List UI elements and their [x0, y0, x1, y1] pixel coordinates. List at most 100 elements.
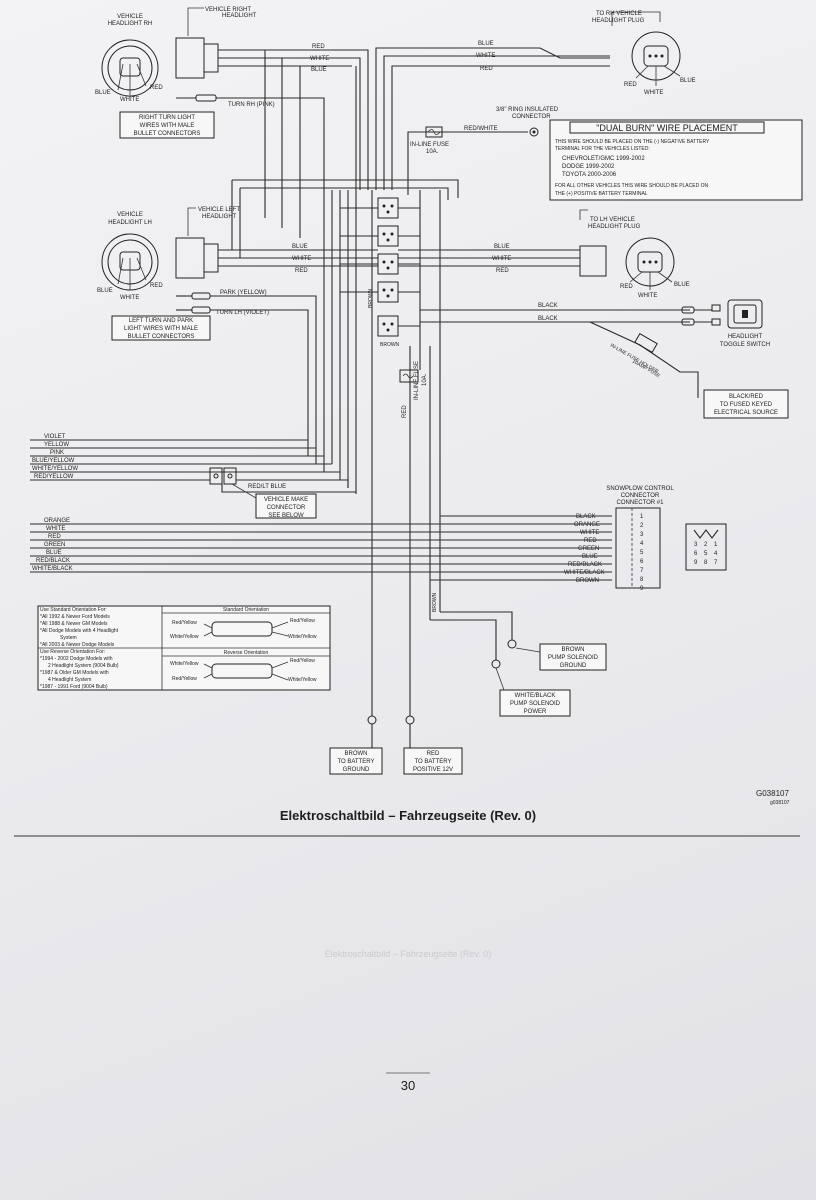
- dual-burn-line-3: CHEVROLET/GMC 1999-2002: [562, 156, 645, 162]
- label-pin-2: 2: [704, 542, 708, 548]
- label-sp-w7: RED/BLACK: [568, 562, 602, 568]
- label-sp-p1: 1: [640, 514, 644, 520]
- label-hl-6: RED/BLACK: [36, 558, 70, 564]
- label-make-conn-2: CONNECTOR: [267, 505, 306, 511]
- inline-fuse-holder-icon: [634, 332, 658, 354]
- label-rev-left-1: Red/Yellow: [172, 676, 197, 682]
- dual-burn-line-4: DODGE 1999-2002: [562, 164, 615, 170]
- label-hl-3: RED: [48, 534, 61, 540]
- left-turn-note-box: [111, 315, 211, 341]
- dual-burn-note: "DUAL BURN" WIRE PLACEMENT THIS WIRE SHO…: [549, 119, 803, 201]
- label-fused-source-1: BLACK/RED: [729, 394, 764, 400]
- lh-headlight-connector: [101, 233, 159, 291]
- label-pump-power-2: PUMP SOLENOID: [510, 701, 561, 707]
- label-std-left-1: White/Yellow: [170, 634, 199, 640]
- label-ring-1: 3/8" RING INSULATED: [496, 107, 559, 113]
- label-rhp-white: WHITE: [644, 90, 663, 96]
- label-std-right-1: White/Yellow: [288, 634, 317, 640]
- label-bat-ground-2: TO BATTERY: [337, 759, 374, 765]
- label-lhp-blue: BLUE: [674, 282, 690, 288]
- label-sp-p9: 9: [640, 586, 644, 592]
- label-hl-4: GREEN: [44, 542, 65, 548]
- label-rev-h-1: *1994 - 2002 Dodge Models with: [40, 656, 113, 662]
- label-bat-pos-2: TO BATTERY: [414, 759, 451, 765]
- faded-show-through: Elektroschaltbild – Fahrzeugseite (Rev. …: [325, 949, 491, 959]
- label-std-h-3: *All Dodge Models with 4 Headlight: [40, 628, 119, 634]
- label-lb-3: PINK: [50, 450, 64, 456]
- label-rev-h-2: 2 Headlight System (9004 Bulb): [48, 663, 119, 669]
- page-caption: Elektroschaltbild – Fahrzeugseite (Rev. …: [280, 808, 536, 823]
- label-right-turn-note-1: RIGHT TURN LIGHT: [139, 115, 195, 121]
- label-left-turn-note-3: BULLET CONNECTORS: [128, 334, 195, 340]
- label-sp-p8: 8: [640, 577, 644, 583]
- relay-stack: [377, 197, 399, 337]
- label-lb-4: BLUE/YELLOW: [32, 458, 75, 464]
- label-rhp-blue: BLUE: [680, 78, 696, 84]
- snowplow-control-connector: [615, 507, 661, 589]
- battery-positive-box: [403, 747, 463, 775]
- label-bat-pos-1: RED: [427, 751, 440, 757]
- label-sp-p4: 4: [640, 541, 644, 547]
- label-rh-wire-1: RED: [312, 44, 325, 50]
- label-pump-power-1: WHITE/BLACK: [515, 693, 556, 699]
- label-brown-relay: BROWN: [380, 342, 400, 348]
- label-rev-h-5: *1987 - 1991 Ford (9004 Bulb): [40, 684, 108, 690]
- label-rh-plug-wire-2: WHITE: [476, 53, 495, 59]
- to-lh-vehicle-headlight-plug: [625, 237, 675, 290]
- label-hl-switch-2: TOGGLE SWITCH: [720, 342, 770, 348]
- label-lh-wire-1: BLUE: [292, 244, 308, 250]
- label-bat-pos-3: POSITIVE 12V: [413, 767, 453, 773]
- label-fuse1-2: 10A.: [426, 149, 439, 155]
- label-lh-white: WHITE: [120, 295, 139, 301]
- label-rhp-red: RED: [624, 82, 637, 88]
- label-pin-4: 6: [694, 551, 698, 557]
- label-sp-w8: WHITE/BLACK: [564, 570, 605, 576]
- label-veh-hl-lh-2: HEADLIGHT LH: [108, 220, 152, 226]
- dual-burn-line-5: TOYOTA 2000-2006: [562, 172, 617, 178]
- label-make-conn-1: VEHICLE MAKE: [264, 497, 308, 503]
- label-rh-plug-wire-3: RED: [480, 66, 493, 72]
- label-fused-source-2: TO FUSED KEYED: [720, 402, 773, 408]
- label-sp-p3: 3: [640, 532, 644, 538]
- label-park: PARK (YELLOW): [220, 290, 267, 296]
- label-lhp-wire-3: RED: [496, 268, 509, 274]
- vehicle-left-headlight-plug-body: [175, 237, 219, 279]
- inline-fuse-2-icon: [399, 369, 419, 383]
- label-rev-title: Reverse Orientation: [224, 650, 269, 656]
- label-lhp-white: WHITE: [638, 293, 657, 299]
- dual-burn-line-2: TERMINAL FOR THE VEHICLES LISTED:: [555, 146, 650, 152]
- lh-plug-body: [579, 245, 607, 277]
- label-veh-hl-rh-1: VEHICLE: [117, 14, 143, 20]
- label-rev-h-0: Use Reverse Orientation For:: [40, 649, 105, 655]
- label-make-conn-3: SEE BELOW: [268, 513, 304, 519]
- label-sp-w4: RED: [584, 538, 597, 544]
- label-std-h-1: *All 1992 & Newer Ford Models: [40, 614, 110, 620]
- label-to-lh-plug-2: HEADLIGHT PLUG: [588, 224, 641, 230]
- label-right-turn-note-2: WIRES WITH MALE: [140, 123, 195, 129]
- label-lhp-wire-2: WHITE: [492, 256, 511, 262]
- label-black-1: BLACK: [538, 303, 558, 309]
- label-pump-power-3: POWER: [524, 709, 547, 715]
- label-pin-5: 5: [704, 551, 708, 557]
- label-bat-ground-3: GROUND: [343, 767, 370, 773]
- page-number: 30: [401, 1078, 415, 1093]
- label-lh-red: RED: [150, 283, 163, 289]
- label-std-h-0: Use Standard Orientation For:: [40, 607, 107, 613]
- inline-fuse-1-icon: [425, 126, 443, 138]
- label-rh-red: RED: [150, 85, 163, 91]
- label-std-h-4: System: [60, 635, 77, 641]
- label-red-lt-blue: RED/LT BLUE: [248, 484, 286, 490]
- label-std-h-5: *All 2003 & Newer Dodge Models: [40, 642, 115, 648]
- label-lb-1: VIOLET: [44, 434, 66, 440]
- label-sp-w6: BLUE: [582, 554, 598, 560]
- dual-burn-line-7: THE (+) POSITIVE BATTERY TERMINAL: [555, 191, 648, 197]
- vehicle-make-connector: [209, 467, 237, 485]
- label-fuse2-2: 10A.: [422, 373, 428, 386]
- label-pump-ground-1: BROWN: [562, 647, 585, 653]
- label-lb-2: YELLOW: [44, 442, 69, 448]
- label-sp-w1: BLACK: [576, 514, 596, 520]
- label-snowplow-3: CONNECTOR #1: [617, 500, 665, 506]
- label-lb-5: WHITE/YELLOW: [32, 466, 78, 472]
- to-rh-vehicle-headlight-plug: [631, 31, 681, 86]
